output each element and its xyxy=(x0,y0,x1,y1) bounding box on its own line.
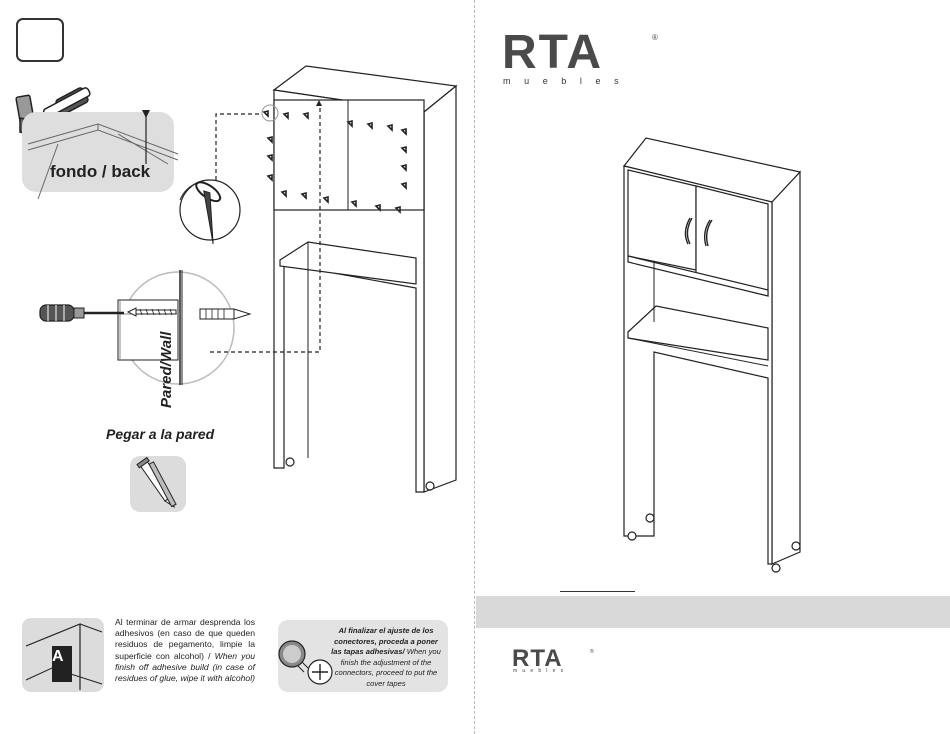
cabinet-front-diagram xyxy=(622,137,802,573)
brand-logo: RTA ® xyxy=(502,28,658,74)
cabinet-back-diagram xyxy=(261,65,458,493)
connector-note-panel xyxy=(278,620,448,692)
wall-plug-icon xyxy=(199,308,252,320)
brand-tagline: muebles xyxy=(503,76,633,86)
brand-logo-small-text: RTA xyxy=(512,646,563,670)
brand-logo-text: RTA xyxy=(502,28,603,74)
wall-label: Pared/Wall xyxy=(158,331,175,408)
adhesive-note-en: When you finish off adhesive build (in c… xyxy=(115,650,256,684)
fold-line xyxy=(474,0,475,734)
back-panel-diagram xyxy=(27,110,179,200)
divider-underline xyxy=(560,591,635,592)
connector-note-es: Al finalizar el ajuste de los conectores… xyxy=(331,626,438,656)
anchor-screw-icon xyxy=(130,456,186,512)
gray-band xyxy=(476,596,950,628)
connector-cap-icon xyxy=(278,640,333,685)
nail-detail-icon xyxy=(179,179,241,245)
screwdriver-icon xyxy=(39,304,124,322)
connector-note: Al finalizar el ajuste de los conectores… xyxy=(328,626,444,689)
brand-tagline-small: muebles xyxy=(513,668,569,674)
adhesive-note-es: Al terminar de armar desprenda los adhes… xyxy=(115,617,255,661)
back-label: fondo / back xyxy=(50,162,151,181)
step-number-box xyxy=(16,18,64,62)
registered-mark: ® xyxy=(652,33,658,42)
connector-note-en: When you finish the adjustment of the co… xyxy=(334,647,441,688)
stick-to-wall-label: Pegar a la pared xyxy=(106,426,215,442)
sticker-diagram xyxy=(25,623,103,690)
brand-logo-small: RTA ® xyxy=(512,646,594,670)
leader-lines xyxy=(210,106,321,353)
sticker-letter: A xyxy=(52,648,64,665)
adhesive-note: Al terminar de armar desprenda los adhes… xyxy=(115,617,255,684)
wall-screw-diagram xyxy=(117,270,235,385)
registered-mark-small: ® xyxy=(590,648,594,655)
